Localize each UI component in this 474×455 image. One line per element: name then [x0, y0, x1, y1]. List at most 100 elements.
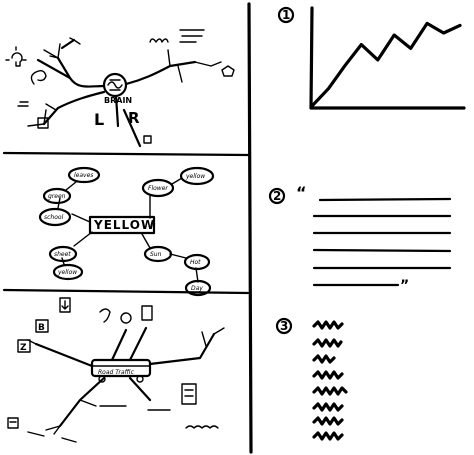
brain-map-panel: BRAIN L R: [5, 29, 235, 148]
bottom-left-twigs: [27, 431, 77, 443]
cube-icon: [37, 117, 49, 129]
branch-bus-down-right: [128, 376, 152, 402]
link-flower-yellow: [171, 177, 183, 185]
graph-number-circle: [277, 6, 295, 24]
yellow-center-box: [88, 215, 156, 235]
scribble-line-1: [312, 320, 344, 330]
node-flower-yellow-label: yellow: [185, 173, 205, 180]
brain-label: BRAIN: [104, 96, 132, 105]
open-quote: “: [296, 183, 307, 202]
foot-icon: [99, 308, 111, 323]
scribble-line-6: [312, 402, 344, 412]
text-block-number-circle: [268, 187, 286, 205]
node-flower-yellow: [179, 166, 215, 186]
scribble-branch-lines: [99, 405, 171, 411]
stop-sign-lines: [184, 389, 194, 397]
owl-icon: [7, 417, 19, 429]
left-brain-letter: L: [94, 110, 104, 129]
hand-icon: [17, 101, 29, 107]
right-brain-letter: R: [128, 109, 140, 127]
scribble-number-circle: [275, 317, 293, 335]
branch-bus-up-right: [128, 326, 148, 362]
node-flower: [141, 178, 175, 198]
divider-middle: [2, 288, 250, 295]
branch-upper-left: [56, 56, 106, 88]
vertical-divider: [247, 2, 253, 454]
stop-sign-box: [181, 383, 197, 405]
node-hot: [183, 253, 211, 271]
node-leaves-label: leaves: [74, 172, 93, 179]
branch-bus-up: [110, 328, 128, 362]
bus-wheel-front: [98, 375, 106, 383]
node-hot-label: Hot: [190, 259, 201, 266]
bus-body: [90, 358, 152, 378]
branch-down-right: [122, 108, 142, 148]
branch-top-left: [60, 38, 76, 50]
node-school: [38, 207, 72, 227]
graph-axes: [309, 6, 466, 110]
scribble-line-8: [312, 431, 344, 441]
grass-icon: [185, 425, 219, 429]
node-yellow-small-label: yellow: [57, 269, 77, 276]
scribble-number: 3: [280, 319, 288, 333]
node-flower-label: Flower: [148, 185, 168, 192]
graph-data-line: [310, 21, 462, 108]
scribble-line-2: [312, 338, 343, 348]
yellow-center-label: YELLOW: [93, 218, 155, 232]
arrow-box-icon: [59, 297, 71, 313]
link-yellow-school: [71, 213, 91, 223]
node-sheet: [48, 245, 78, 263]
node-day-label: Day: [191, 285, 203, 292]
branch-down: [114, 94, 120, 128]
node-school-label: school: [44, 214, 64, 221]
branch-bus-down: [58, 376, 106, 428]
twig-right: [167, 49, 222, 83]
scribble-line-4: [312, 370, 344, 380]
scribble-line-3: [312, 354, 336, 364]
node-leaves: [67, 166, 101, 184]
music-notes-icon: [149, 38, 169, 43]
twig-bus-down: [45, 399, 97, 435]
word-map-panel: YELLOW leaves green school sheet yellow …: [38, 166, 215, 297]
link-hot-day: [195, 267, 199, 283]
twig-lower-left: [27, 103, 57, 127]
link-yellow-sheet: [73, 231, 93, 247]
ear-icon: [30, 69, 47, 85]
branch-lower-left: [42, 90, 106, 126]
twig-upper-left: [43, 43, 61, 59]
text-line-1: [318, 197, 452, 202]
letter-b: B: [38, 323, 45, 333]
scribble-line-7: [312, 416, 344, 426]
wheel-icon: [120, 312, 132, 324]
divider-top: [2, 151, 250, 157]
bus-wheel-back: [136, 375, 144, 383]
scribble-list-panel: 3: [275, 317, 348, 441]
link-yellow-sun: [141, 233, 151, 249]
branch-right: [124, 60, 197, 86]
lightbulb-icon: [5, 46, 27, 67]
node-day: [184, 279, 212, 297]
sound-lines-icon: [179, 29, 205, 43]
link-green-leaves: [65, 181, 77, 191]
scribble-line-5: [312, 386, 348, 396]
node-yellow-small: [52, 263, 84, 281]
rose-icon: [221, 65, 235, 77]
letter-box-b: [35, 319, 49, 333]
small-box-icon: [143, 135, 152, 144]
branch-bus-left: [34, 342, 94, 368]
letter-box-z: [17, 339, 31, 353]
graph-panel: 1: [277, 6, 466, 110]
close-quote: ”: [400, 278, 409, 294]
node-green: [42, 187, 72, 205]
down-arrow-icon: [61, 300, 69, 310]
twig-top-left: [69, 37, 81, 45]
branch-left: [36, 58, 72, 80]
node-sun-label: Sun: [150, 251, 162, 258]
document-icon: [141, 305, 153, 321]
link-sun-hot: [169, 253, 187, 259]
text-line-4: [312, 248, 452, 253]
node-sun: [143, 245, 173, 263]
letter-z: Z: [20, 343, 27, 353]
bus-map-panel: Road Traffic B Z: [7, 297, 225, 443]
